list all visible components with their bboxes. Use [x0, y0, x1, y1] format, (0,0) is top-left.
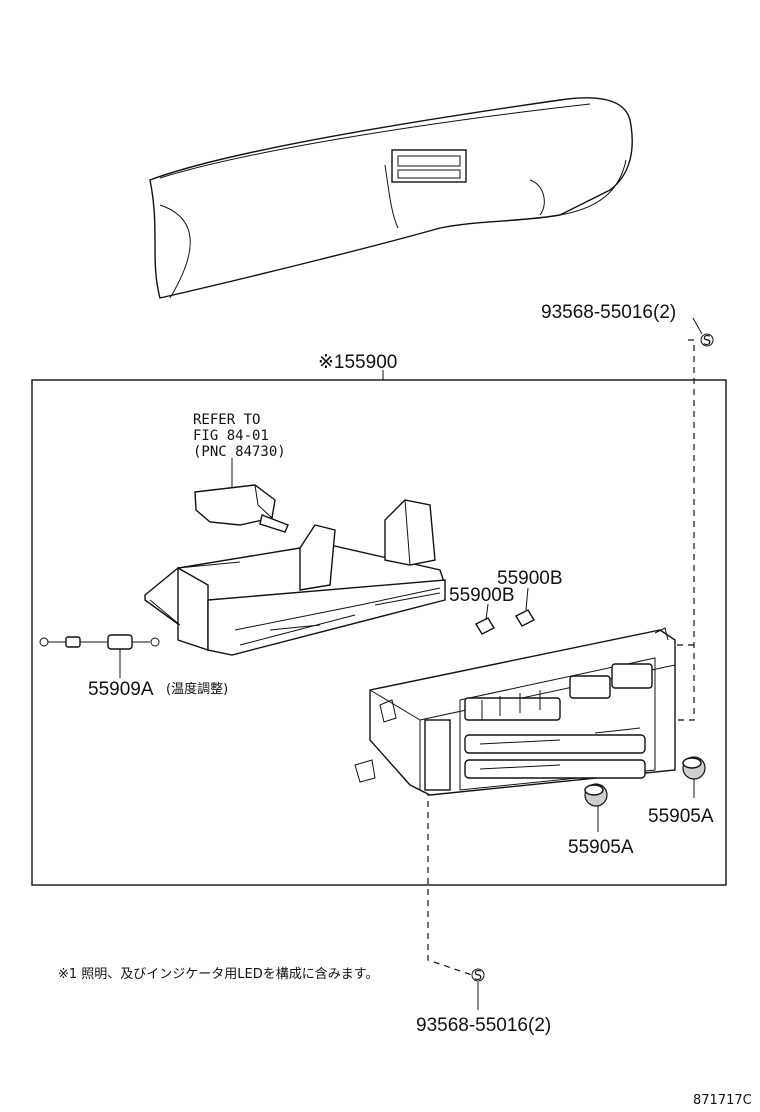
label-harness: 55909A — [88, 679, 154, 700]
clip-bottom: S — [427, 790, 485, 1010]
label-bulb-b-lower: 55900B — [449, 585, 515, 606]
clip-bottom-symbol: S — [474, 969, 482, 984]
control-base — [144, 499, 446, 656]
label-assembly: ※155900 — [318, 352, 397, 373]
label-refer-line3: (PNC 84730) — [193, 444, 286, 460]
heater-control-panel — [354, 627, 676, 796]
label-refer-line2: FIG 84-01 — [193, 428, 269, 444]
label-refer-line1: REFER TO — [193, 412, 260, 428]
clip-top: S — [670, 317, 714, 721]
harness-55909a — [39, 634, 160, 678]
assembly-frame — [31, 379, 727, 886]
label-clip-bottom: 93568-55016(2) — [416, 1015, 551, 1036]
label-knob-left: 55905A — [568, 837, 634, 858]
label-knob-right: 55905A — [648, 806, 714, 827]
bulbs-55900b — [475, 587, 535, 635]
label-harness-note: (温度調整) — [166, 681, 228, 697]
dashboard-illustration — [149, 97, 633, 299]
label-bulb-b-upper: 55900B — [497, 568, 563, 589]
figure-id: 871717C — [693, 1093, 752, 1108]
footnote: ※1 照明、及びインジケータ用LEDを構成に含みます。 — [58, 966, 378, 982]
connector-84730 — [194, 458, 289, 533]
clip-top-symbol: S — [703, 334, 711, 349]
knobs-55905a — [584, 756, 706, 832]
label-clip-top: 93568-55016(2) — [541, 302, 676, 323]
